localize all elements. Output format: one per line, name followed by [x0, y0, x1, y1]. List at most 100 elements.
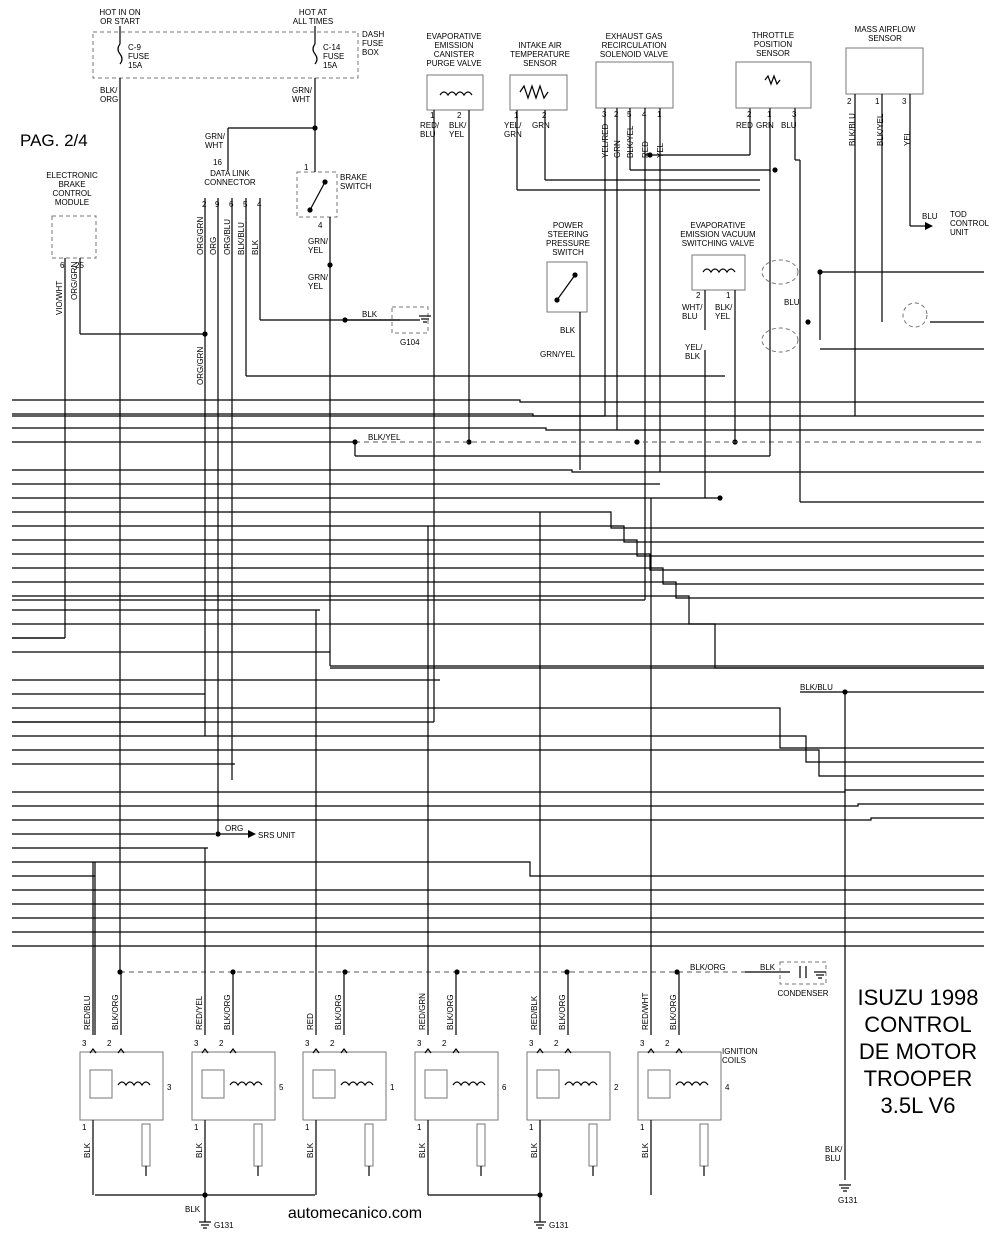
cylinder-number: 6 [502, 1083, 507, 1092]
wire-color-label: BLK/ORG [223, 994, 232, 1030]
wire-color-label: RED [736, 121, 753, 130]
pin-number: 3 [902, 97, 907, 106]
coil-core [647, 1069, 671, 1099]
wire-color-label: GRN/YEL [308, 237, 329, 255]
shield-icon [761, 327, 799, 353]
spark-plug-icon [699, 1123, 709, 1167]
wire-color-label: BLK [185, 1205, 201, 1214]
pin-number: 1 [726, 291, 731, 300]
website-label: automecanico.com [288, 1205, 422, 1222]
wire [12, 525, 984, 543]
switch-icon [309, 181, 326, 211]
wire-color-label: BLK [362, 310, 378, 319]
dash-fuse-box [92, 31, 359, 79]
solenoid-coil-icon [229, 1081, 263, 1087]
page-label: PAG. 2/4 [20, 131, 88, 150]
pin-arrow-icon [89, 1048, 97, 1054]
shield-icon [761, 259, 799, 285]
splice-dot [454, 969, 460, 975]
wire [12, 567, 984, 585]
coil-core [536, 1069, 560, 1099]
shield-icon [902, 302, 928, 328]
diagram-title: DE MOTOR [859, 1039, 977, 1064]
wire [12, 581, 984, 599]
wire-color-label: BLK/ORG [334, 994, 343, 1030]
pin-number: 3 [640, 1039, 645, 1048]
coil-core [424, 1069, 448, 1099]
pin-number: 2 [107, 1039, 112, 1048]
wire-color-label: BLK [530, 1142, 539, 1158]
wire [12, 469, 984, 473]
switch-icon [556, 274, 576, 301]
spark-plug-icon [476, 1123, 486, 1167]
wire-color-label: RED [306, 1013, 315, 1030]
wire-color-label: BLK [195, 1142, 204, 1158]
ground-label: G104 [400, 338, 420, 347]
pin-number: 2 [330, 1039, 335, 1048]
splice-dot [564, 969, 570, 975]
splice-dot [772, 167, 778, 173]
pin-arrow-icon [117, 1048, 125, 1054]
pin-number: 2 [219, 1039, 224, 1048]
wire-color-label: GRN/YEL [540, 350, 576, 359]
wire [12, 553, 984, 571]
wire-color-label: GRN [756, 121, 774, 130]
wire-color-label: BLK/YEL [876, 113, 885, 146]
wire [12, 803, 984, 807]
pin-arrow-icon [229, 1048, 237, 1054]
splice-dot [572, 272, 578, 278]
cylinder-number: 4 [725, 1083, 730, 1092]
wire-color-label: BLK/ORG [690, 963, 726, 972]
splice-dot [634, 439, 640, 445]
wire-color-label: BLK/BLU [825, 1145, 843, 1163]
pin-arrow-icon [340, 1048, 348, 1054]
ground-label: G131 [214, 1221, 234, 1230]
wire-color-label: GRN/YEL [308, 273, 329, 291]
wire-color-label: ORG/GRN [196, 217, 205, 255]
wire [12, 427, 984, 431]
pin-number: 2 [457, 111, 462, 120]
fuse-icon [312, 43, 318, 65]
wire-color-label: RED/BLK [530, 995, 539, 1030]
diagram-title: ISUZU 1998 [857, 985, 978, 1010]
pin-number: 3 [305, 1039, 310, 1048]
pin-number: 1 [640, 1123, 645, 1132]
ebcm-box [51, 215, 97, 259]
condenser-box [779, 961, 827, 985]
wire-color-label: BLK/BLU [848, 113, 857, 146]
wire-color-label: YEL/GRN [504, 121, 522, 139]
wire-color-label: BLK/YEL [368, 433, 401, 442]
wire-color-label: BLK [306, 1142, 315, 1158]
wire-color-label: RED/YEL [195, 995, 204, 1030]
spark-plug-icon [141, 1123, 151, 1167]
wire-color-label: BLK/ORG [558, 994, 567, 1030]
wire-color-label: ORG/BLU [223, 219, 232, 255]
tps-box [735, 61, 812, 109]
diagram-title: TROOPER [864, 1066, 973, 1091]
wire-color-label: YEL [903, 130, 912, 146]
solenoid-coil-icon [439, 91, 473, 97]
splice-dot [322, 179, 328, 185]
condenser-label: CONDENSER [777, 989, 828, 998]
splice-dot [817, 269, 823, 275]
wire [12, 399, 984, 403]
wire-color-label: BLU [922, 212, 938, 221]
fuse-icon [117, 43, 123, 65]
wire-color-label: YEL/BLK [685, 343, 703, 361]
wire-color-label: BLK/ORG [669, 994, 678, 1030]
splice-dot [307, 207, 313, 213]
wire-color-label: BLU [781, 121, 797, 130]
wire-color-label: BLK [418, 1142, 427, 1158]
wire-color-label: ORG [225, 824, 243, 833]
pin-number: 1 [304, 163, 309, 172]
pin-number: 2 [665, 1039, 670, 1048]
wire [12, 511, 984, 529]
pin-arrow-icon [536, 1048, 544, 1054]
wire-color-label: GRN [532, 121, 550, 130]
pin-number: 1 [430, 111, 435, 120]
